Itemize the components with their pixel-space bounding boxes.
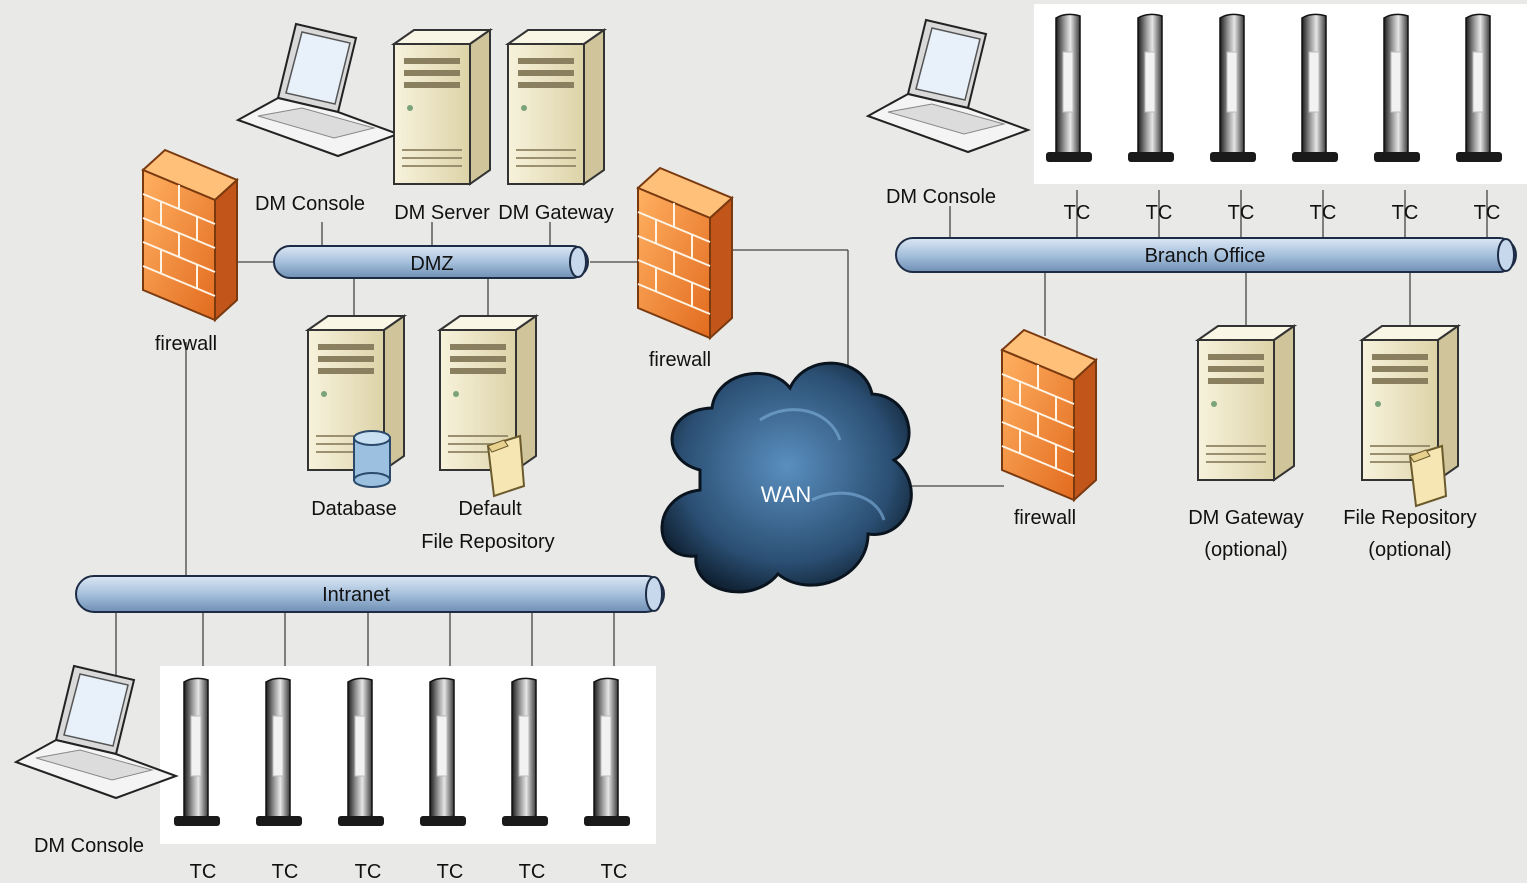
file-repo-branch-label-line2: (optional) <box>1368 539 1451 561</box>
branch-tc-label: TC <box>1064 202 1091 224</box>
laptop-icon <box>867 19 1029 153</box>
intranet-label: Intranet <box>322 584 390 606</box>
file-repository-icon <box>439 315 537 498</box>
dm-gateway-top-label: DM Gateway <box>498 202 614 224</box>
dm-gateway-branch-label-line1: DM Gateway <box>1188 507 1304 529</box>
database-server-icon <box>307 315 405 488</box>
intranet-tc-label: TC <box>519 861 546 883</box>
wan-cloud-icon <box>660 361 913 594</box>
laptop-icon <box>237 23 399 157</box>
dm-console-branch-label: DM Console <box>886 186 996 208</box>
default-repo-label-line1: Default <box>458 498 522 520</box>
dmz-bus: DMZ <box>273 245 589 279</box>
firewall-mid-label: firewall <box>649 349 711 371</box>
wan-label: WAN <box>761 482 812 507</box>
firewall-icon <box>637 167 733 339</box>
dm-gateway-branch-icon <box>1197 325 1295 481</box>
intranet-tc-label: TC <box>601 861 628 883</box>
connection-lines <box>115 190 1488 680</box>
dm-gateway-branch-label-line2: (optional) <box>1204 539 1287 561</box>
firewall-left-label: firewall <box>155 333 217 355</box>
dm-console-bottom-label: DM Console <box>34 835 144 857</box>
branch-office-bus: Branch Office <box>895 237 1517 273</box>
branch-tc-label: TC <box>1310 202 1337 224</box>
intranet-tc-label: TC <box>272 861 299 883</box>
file-repo-branch-label-line1: File Repository <box>1343 507 1476 529</box>
intranet-tc-label: TC <box>437 861 464 883</box>
folder-icon <box>486 434 526 498</box>
intranet-tc-label: TC <box>355 861 382 883</box>
dmz-label: DMZ <box>410 253 453 275</box>
database-label: Database <box>311 498 397 520</box>
dm-server-label: DM Server <box>394 202 490 224</box>
intranet-tc-label: TC <box>190 861 217 883</box>
intranet-bus: Intranet <box>75 575 665 613</box>
branch-clients-panel <box>1034 4 1527 184</box>
branch-tc-label: TC <box>1228 202 1255 224</box>
branch-tc-label: TC <box>1474 202 1501 224</box>
branch-tc-label: TC <box>1146 202 1173 224</box>
laptop-icon <box>15 665 177 799</box>
file-repository-branch-icon <box>1361 325 1459 508</box>
firewall-icon <box>1001 329 1097 501</box>
intranet-clients-panel <box>160 666 656 844</box>
branch-tc-label: TC <box>1392 202 1419 224</box>
firewall-right-label: firewall <box>1014 507 1076 529</box>
dm-gateway-icon <box>507 29 605 185</box>
dm-server-icon <box>393 29 491 185</box>
default-repo-label-line2: File Repository <box>421 531 554 553</box>
dm-console-top-label: DM Console <box>255 193 365 215</box>
firewall-icon <box>142 149 238 321</box>
folder-icon <box>1408 444 1448 508</box>
branch-office-label: Branch Office <box>1145 245 1266 267</box>
database-cylinder-icon <box>353 430 391 488</box>
